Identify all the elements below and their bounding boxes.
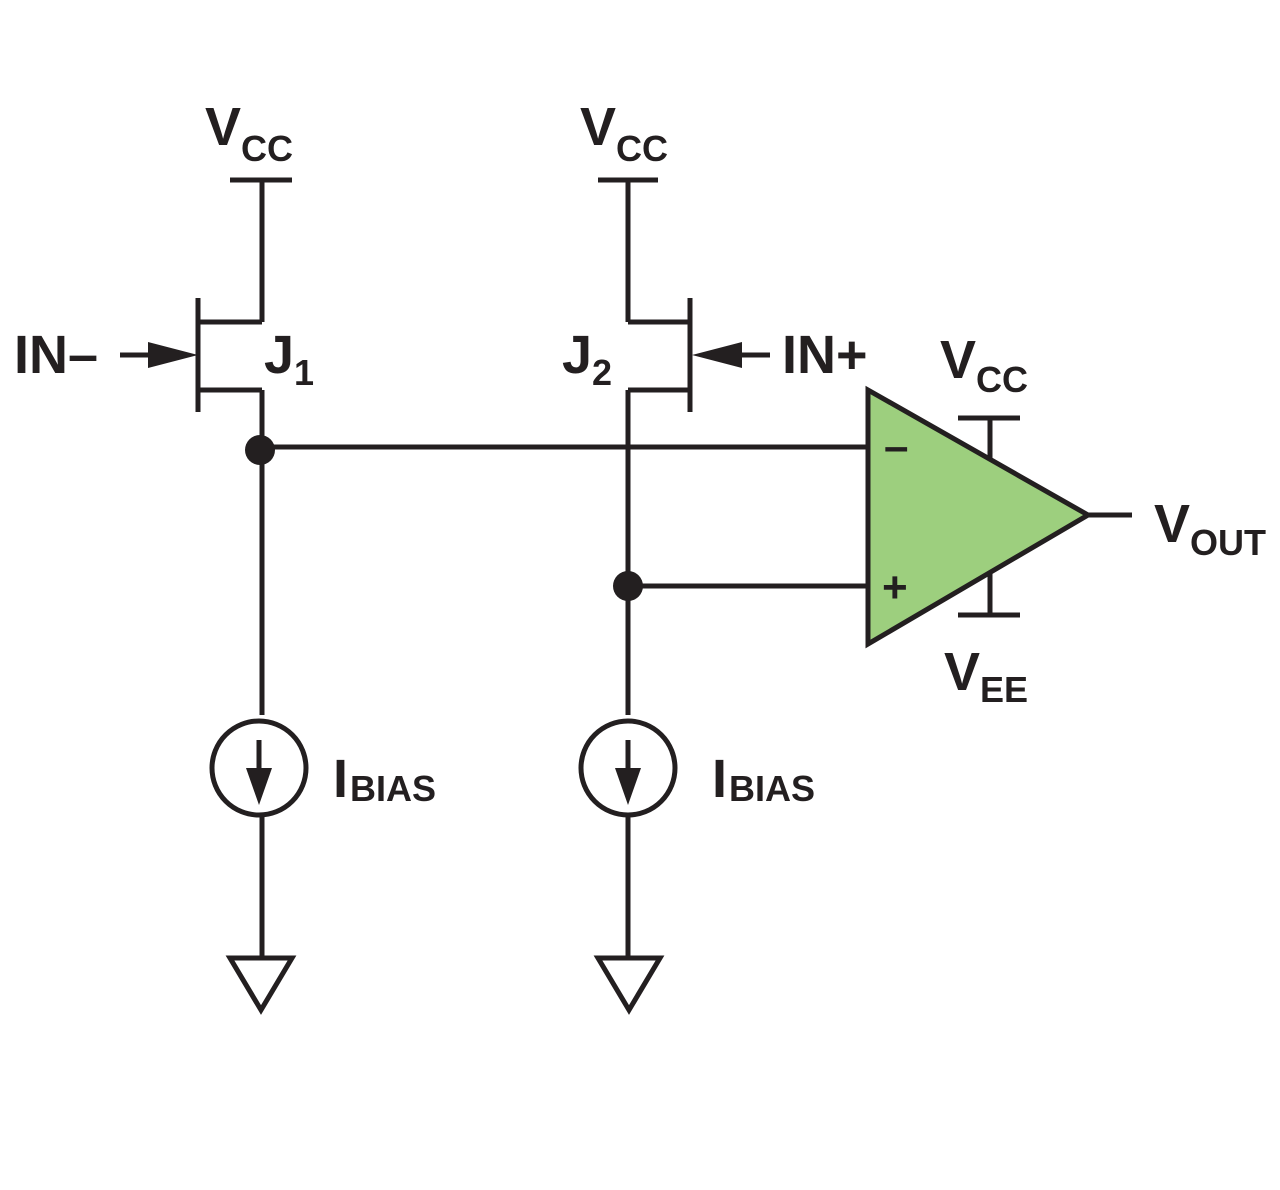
op-amp: – + VCC VEE VOUT xyxy=(865,330,1266,710)
svg-text:VCC: VCC xyxy=(940,330,1028,400)
vcc-j2-sub: CC xyxy=(616,128,668,169)
ground-icon xyxy=(593,955,665,1015)
opamp-plus-sign: + xyxy=(882,563,908,612)
ground-icon xyxy=(225,955,297,1015)
j1-gate-arrow-icon xyxy=(148,342,198,368)
vout-sub: OUT xyxy=(1190,522,1266,563)
in-plus-label: IN+ xyxy=(782,325,868,385)
svg-text:VOUT: VOUT xyxy=(1154,494,1266,563)
in-minus-label: IN– xyxy=(14,325,98,385)
svg-text:J2: J2 xyxy=(562,325,612,393)
vcc-j1: VCC xyxy=(205,97,293,183)
opamp-vee-sub: EE xyxy=(980,669,1028,710)
opamp-vcc-v: V xyxy=(940,330,976,390)
j2-label: J xyxy=(562,325,592,385)
svg-text:VCC: VCC xyxy=(205,97,293,169)
vcc-j1-v: V xyxy=(205,97,241,157)
vcc-j2-v: V xyxy=(580,97,616,157)
svg-text:IBIAS: IBIAS xyxy=(333,749,436,809)
ibias-1-label: I xyxy=(333,749,348,809)
vout-label: V xyxy=(1154,494,1190,554)
svg-text:IBIAS: IBIAS xyxy=(712,749,815,809)
j2-gate-arrow-icon xyxy=(692,342,742,368)
current-source-1: IBIAS xyxy=(209,718,436,818)
current-source-1-circle xyxy=(209,718,309,818)
opamp-vee-v: V xyxy=(944,642,980,702)
opamp-triangle xyxy=(865,385,1094,649)
current-source-2: IBIAS xyxy=(578,718,815,818)
vcc-j1-sub: CC xyxy=(241,128,293,169)
opamp-minus-sign: – xyxy=(884,422,908,471)
ibias-2-label: I xyxy=(712,749,727,809)
j2-sub: 2 xyxy=(592,352,612,393)
jfet-j2: J2 xyxy=(562,180,770,715)
opamp-vcc-sub: CC xyxy=(976,359,1028,400)
junction-dot-j1 xyxy=(245,435,275,465)
svg-text:VCC: VCC xyxy=(580,97,668,169)
ibias-2-sub: BIAS xyxy=(729,768,815,809)
svg-text:J1: J1 xyxy=(264,325,314,393)
vcc-j2: VCC xyxy=(580,97,668,183)
j1-label: J xyxy=(264,325,294,385)
down-arrow-icon xyxy=(615,768,641,805)
jfet-j1: J1 xyxy=(120,180,314,450)
down-arrow-icon xyxy=(246,768,272,805)
svg-text:VEE: VEE xyxy=(944,642,1028,710)
ibias-1-sub: BIAS xyxy=(350,768,436,809)
j1-sub: 1 xyxy=(294,352,314,393)
